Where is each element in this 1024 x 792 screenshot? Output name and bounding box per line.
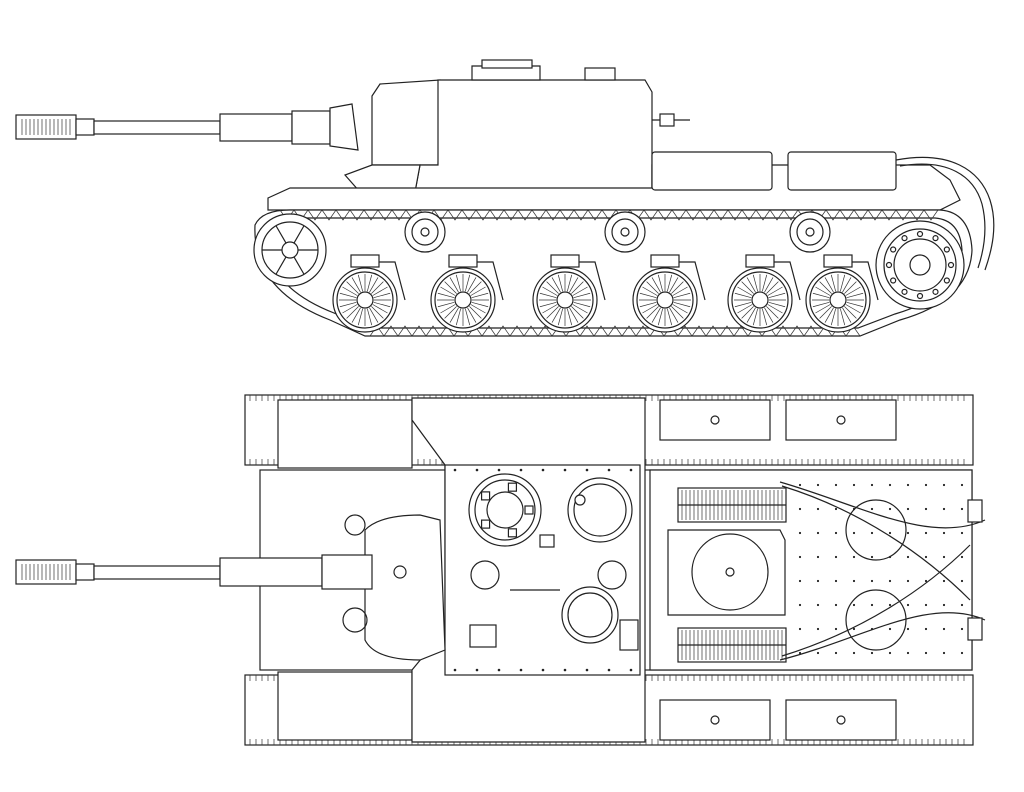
side-fuel-tank-front [651, 151, 773, 191]
top-fender-front-lower [277, 671, 413, 741]
top-periscope [470, 560, 500, 590]
side-drive-sprocket [875, 220, 965, 310]
side-idler-wheel [253, 213, 327, 287]
top-commander-cupola [468, 473, 542, 547]
side-fuel-tank-rear [787, 151, 897, 191]
side-suspension-arm [550, 254, 606, 301]
side-mantlet [329, 103, 359, 151]
top-fender-front-upper [277, 399, 413, 469]
side-return-roller [789, 211, 831, 253]
side-road-wheel [532, 267, 598, 333]
top-loader-hatch [567, 477, 633, 543]
side-suspension-arm [448, 254, 504, 301]
side-casemate [343, 59, 690, 193]
side-suspension-arm [650, 254, 706, 301]
side-suspension-arm [823, 254, 879, 301]
side-road-wheel [430, 267, 496, 333]
side-road-wheel [632, 267, 698, 333]
top-view [15, 394, 986, 746]
top-tow-cable [779, 481, 986, 661]
side-road-wheel [727, 267, 793, 333]
top-gun [15, 554, 373, 590]
side-suspension-arm [350, 254, 406, 301]
side-barrel [93, 120, 221, 135]
side-view [15, 59, 995, 337]
top-periscope [597, 560, 627, 590]
top-mantlet [364, 514, 446, 661]
top-fan-cover [845, 499, 907, 561]
side-road-wheel [332, 267, 398, 333]
side-return-roller [404, 211, 446, 253]
top-vent [469, 624, 497, 648]
top-fan-cover [845, 589, 907, 651]
top-engine-hatch [691, 533, 769, 611]
top-gunner-hatch [561, 586, 619, 644]
side-commander-cupola [471, 65, 541, 81]
side-return-roller [604, 211, 646, 253]
top-barrel [93, 565, 221, 580]
side-gun [15, 103, 359, 151]
side-road-wheel [805, 267, 871, 333]
side-suspension-arm [745, 254, 801, 301]
side-tow-cable [895, 156, 995, 271]
